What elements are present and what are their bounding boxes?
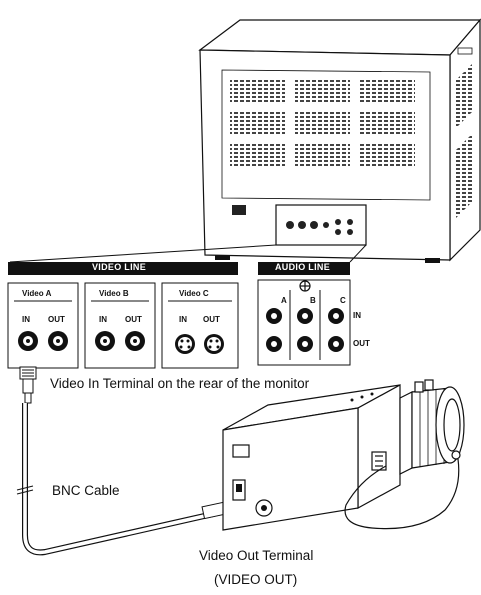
audio-row-in: IN <box>353 311 361 320</box>
video-b-in-label: IN <box>99 315 107 324</box>
video-c-label: Video C <box>179 289 209 298</box>
video-out-terminal-caption: Video Out Terminal <box>199 548 314 563</box>
video-c-in-label: IN <box>179 315 187 324</box>
rca-connectors <box>266 308 344 352</box>
zoom-lines <box>9 244 367 263</box>
s-video-connectors <box>175 334 224 354</box>
audio-col-b: B <box>310 296 316 305</box>
bnc-connectors <box>18 331 145 351</box>
video-a-in-label: IN <box>22 315 30 324</box>
video-b-label: Video B <box>99 289 129 298</box>
video-a-label: Video A <box>22 289 52 298</box>
monitor-rear <box>198 18 481 263</box>
video-group-boxes <box>7 282 239 369</box>
audio-col-c: C <box>340 296 346 305</box>
video-in-terminal-caption: Video In Terminal on the rear of the mon… <box>50 376 310 391</box>
video-b-out-label: OUT <box>125 315 142 324</box>
video-c-out-label: OUT <box>203 315 220 324</box>
bnc-cable-caption: BNC Cable <box>52 483 120 498</box>
video-a-out-label: OUT <box>48 315 65 324</box>
video-line-bar <box>8 262 238 275</box>
audio-line-bar <box>258 262 350 275</box>
ground-symbol <box>299 280 311 292</box>
audio-line-title: AUDIO LINE <box>275 262 331 272</box>
audio-row-out: OUT <box>353 339 370 348</box>
video-out-paren-caption: (VIDEO OUT) <box>214 572 298 587</box>
video-line-title: VIDEO LINE <box>92 262 147 272</box>
camera <box>222 379 465 531</box>
bnc-cable <box>16 366 241 556</box>
audio-col-a: A <box>281 296 287 305</box>
